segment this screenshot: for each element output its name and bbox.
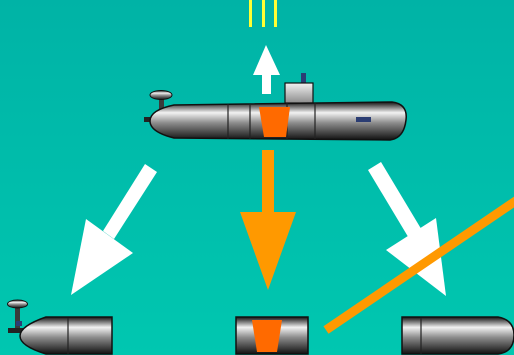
arrow-to-bow-icon — [71, 164, 157, 295]
bow-section-icon — [7, 299, 113, 355]
strike-line — [323, 196, 514, 334]
full-submarine-icon — [144, 73, 407, 141]
stern-section-icon — [401, 316, 514, 355]
arrow-to-center-icon — [240, 150, 296, 290]
yellow-lines-icon — [249, 0, 277, 27]
compartment-icon — [259, 107, 290, 137]
up-arrow-icon — [253, 45, 280, 94]
center-section-icon — [235, 316, 309, 355]
arrow-to-stern-icon — [368, 162, 446, 296]
